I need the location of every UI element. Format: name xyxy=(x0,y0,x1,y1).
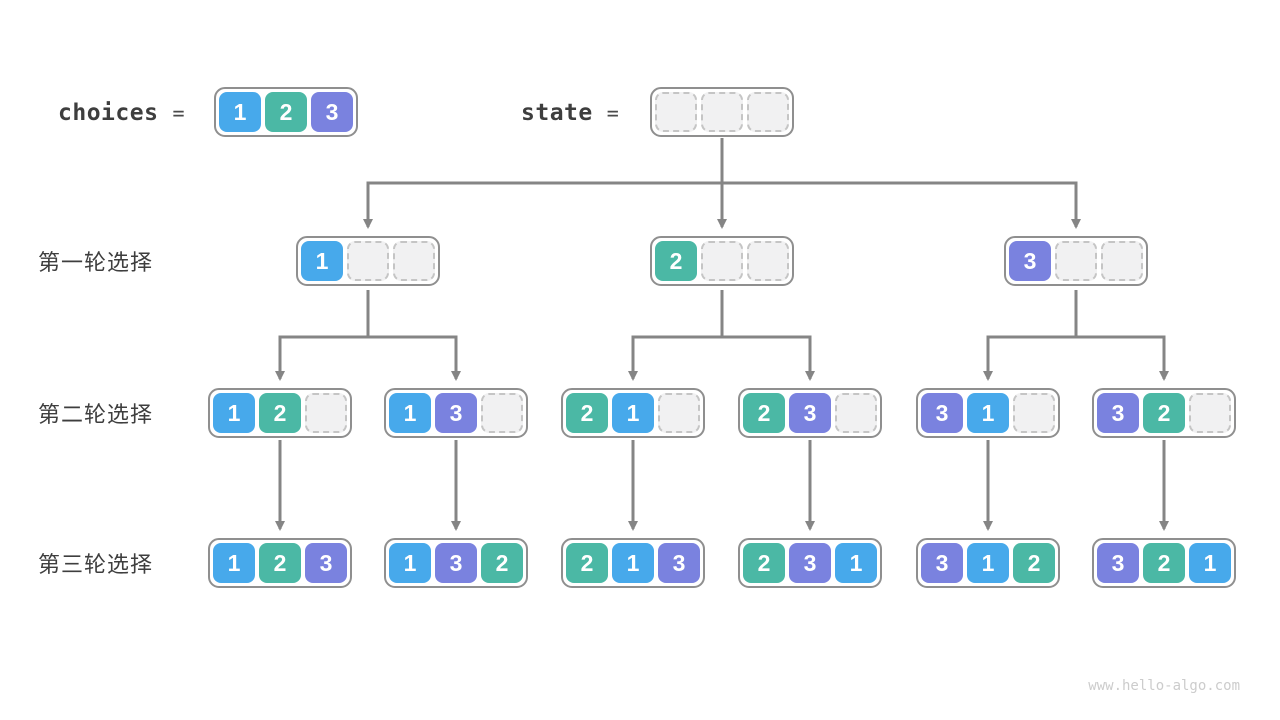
value-cell-2: 2 xyxy=(566,543,608,583)
value-cell-1: 1 xyxy=(612,393,654,433)
value-cell-2: 2 xyxy=(481,543,523,583)
value-cell-1: 1 xyxy=(967,543,1009,583)
value-cell-1: 1 xyxy=(835,543,877,583)
tree-node-r1-2: 2 xyxy=(650,236,794,286)
round-label-3: 第三轮选择 xyxy=(38,552,154,577)
state-header: state = xyxy=(521,87,619,139)
value-cell-1: 1 xyxy=(612,543,654,583)
value-cell-3: 3 xyxy=(921,543,963,583)
choices-label: choices xyxy=(58,100,159,126)
value-cell-1: 1 xyxy=(1189,543,1231,583)
round-label-2: 第二轮选择 xyxy=(38,402,154,427)
value-cell-1: 1 xyxy=(213,393,255,433)
value-cell-2: 2 xyxy=(265,92,307,132)
value-cell-1: 1 xyxy=(301,241,343,281)
value-cell-3: 3 xyxy=(435,393,477,433)
state-label: state xyxy=(521,100,593,126)
tree-node-r1-3: 3 xyxy=(1004,236,1148,286)
value-cell-1: 1 xyxy=(967,393,1009,433)
empty-cell xyxy=(1055,241,1097,281)
choices-equals-sign: = xyxy=(172,101,185,125)
value-cell-2: 2 xyxy=(655,241,697,281)
value-cell-3: 3 xyxy=(435,543,477,583)
value-cell-1: 1 xyxy=(389,543,431,583)
empty-cell xyxy=(1101,241,1143,281)
state-equals-sign: = xyxy=(606,101,619,125)
value-cell-3: 3 xyxy=(1009,241,1051,281)
empty-cell xyxy=(701,241,743,281)
value-cell-3: 3 xyxy=(311,92,353,132)
value-cell-3: 3 xyxy=(789,393,831,433)
value-cell-2: 2 xyxy=(259,543,301,583)
tree-node-r1-1: 1 xyxy=(296,236,440,286)
empty-cell xyxy=(655,92,697,132)
empty-cell xyxy=(747,92,789,132)
value-cell-3: 3 xyxy=(658,543,700,583)
value-cell-3: 3 xyxy=(921,393,963,433)
value-cell-3: 3 xyxy=(305,543,347,583)
value-cell-2: 2 xyxy=(1143,543,1185,583)
empty-cell xyxy=(305,393,347,433)
value-cell-1: 1 xyxy=(219,92,261,132)
empty-cell xyxy=(701,92,743,132)
value-cell-3: 3 xyxy=(1097,393,1139,433)
value-cell-1: 1 xyxy=(389,393,431,433)
value-cell-3: 3 xyxy=(1097,543,1139,583)
empty-cell xyxy=(747,241,789,281)
value-cell-2: 2 xyxy=(1143,393,1185,433)
empty-cell xyxy=(1189,393,1231,433)
empty-cell xyxy=(658,393,700,433)
value-cell-3: 3 xyxy=(789,543,831,583)
choices-header: choices = xyxy=(58,87,184,139)
empty-cell xyxy=(393,241,435,281)
value-cell-2: 2 xyxy=(1013,543,1055,583)
value-cell-2: 2 xyxy=(743,543,785,583)
watermark: www.hello-algo.com xyxy=(1088,678,1240,694)
value-cell-2: 2 xyxy=(743,393,785,433)
state-array xyxy=(650,87,794,137)
value-cell-2: 2 xyxy=(259,393,301,433)
empty-cell xyxy=(347,241,389,281)
value-cell-2: 2 xyxy=(566,393,608,433)
empty-cell xyxy=(835,393,877,433)
empty-cell xyxy=(1013,393,1055,433)
empty-cell xyxy=(481,393,523,433)
round-label-1: 第一轮选择 xyxy=(38,250,154,275)
value-cell-1: 1 xyxy=(213,543,255,583)
